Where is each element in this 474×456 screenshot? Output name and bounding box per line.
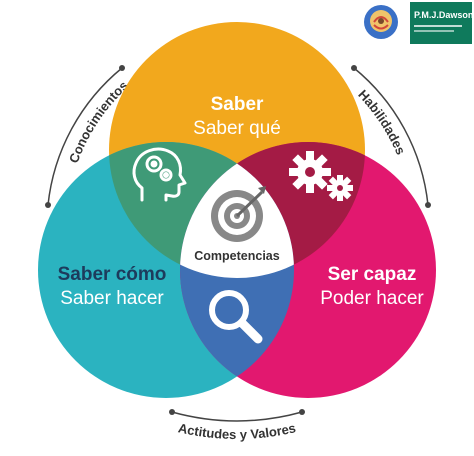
arc-dot [169, 409, 175, 415]
gears-icon [289, 151, 353, 201]
outer-arcs [45, 65, 431, 422]
head-gears-icon [132, 147, 187, 202]
arc-dot [119, 65, 125, 71]
target-icon [211, 186, 266, 242]
arc-dot [299, 409, 305, 415]
arc-line-right [353, 67, 429, 206]
center-label: Competencias [194, 249, 279, 263]
circle-left-subtitle: Saber hacer [60, 288, 164, 309]
arc-dot [425, 202, 431, 208]
circle-left-title: Saber cómo [58, 264, 167, 285]
circle-top-title: Saber [211, 94, 264, 115]
brand-tag-line [414, 25, 462, 27]
brand-tag-text: P.M.J.Dawson [414, 10, 474, 20]
arc-line-left [47, 67, 123, 206]
circle-top-subtitle: Saber qué [193, 118, 281, 139]
magnifier-icon [209, 290, 263, 344]
circle-right-title: Ser capaz [328, 264, 417, 285]
circle-right-subtitle: Poder hacer [320, 288, 424, 309]
brand-logo [352, 2, 410, 44]
arc-line-bottom [171, 411, 303, 422]
brain-logo-icon [364, 5, 398, 39]
arc-dot [351, 65, 357, 71]
arc-label-actitudes: Actitudes y Valores [177, 420, 297, 442]
brand-tag: P.M.J.Dawson [410, 2, 474, 44]
arc-dot [45, 202, 51, 208]
brand-tag-line [414, 30, 454, 32]
